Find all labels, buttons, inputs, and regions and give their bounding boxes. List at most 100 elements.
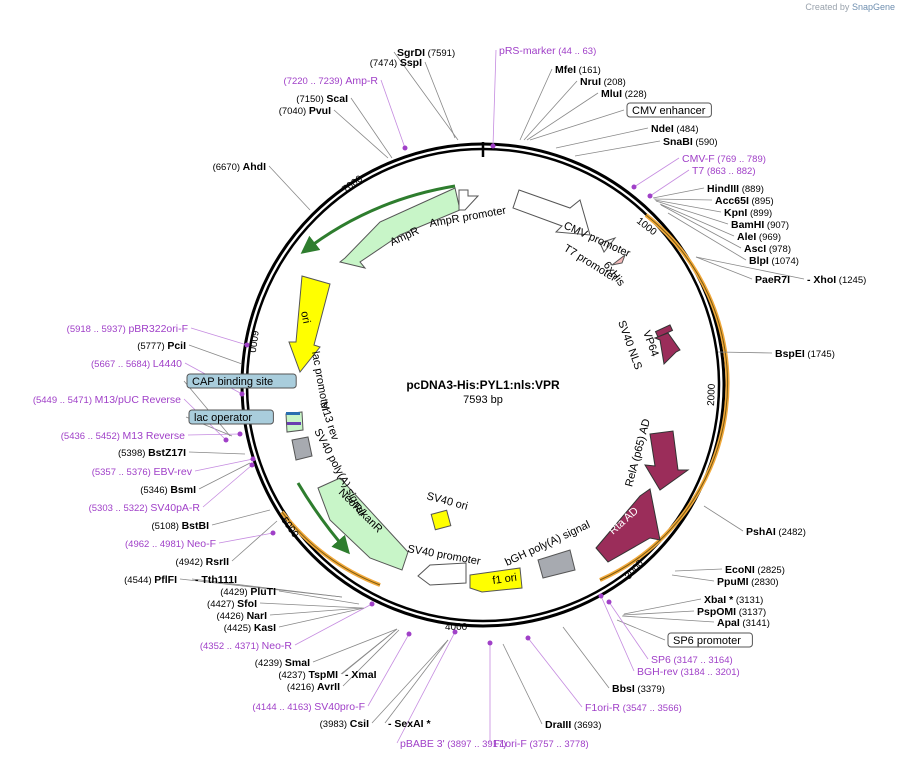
site-nrui[interactable]: NruI (208) xyxy=(580,76,626,88)
feature-vp64[interactable] xyxy=(653,332,681,366)
feature-t7-promoter[interactable] xyxy=(599,236,617,253)
feature-6xhis[interactable] xyxy=(611,253,627,266)
site-sspi[interactable]: (7474) SspI xyxy=(370,57,422,69)
site-pos-smai: (4239) xyxy=(255,658,285,669)
feature-rta-ad[interactable] xyxy=(595,488,661,563)
leader-smai xyxy=(312,628,398,663)
feature-ori[interactable] xyxy=(288,275,331,374)
site-mlui[interactable]: MluI (228) xyxy=(601,88,647,100)
site-bstbi[interactable]: (5108) BstBI xyxy=(151,520,209,532)
site-asci[interactable]: AscI (978) xyxy=(744,243,791,255)
site-kpni[interactable]: KpnI (899) xyxy=(724,207,772,219)
site-amp-r[interactable]: (7220 .. 7239) Amp-R xyxy=(284,75,379,87)
site-scai[interactable]: (7150) ScaI xyxy=(296,93,348,105)
site-text-bstz17i: (5398) BstZ17I xyxy=(118,447,186,459)
site-neo-r[interactable]: (4352 .. 4371) Neo-R xyxy=(200,640,293,652)
site-blpi[interactable]: BlpI (1074) xyxy=(749,255,799,267)
site-sp6[interactable]: SP6 (3147 .. 3164) xyxy=(651,654,733,666)
feature-label-sv40-nls: SV40 NLS xyxy=(615,319,644,371)
site-bstz17i[interactable]: (5398) BstZ17I xyxy=(118,447,186,459)
leader-hindiii xyxy=(652,187,705,199)
site-alei[interactable]: AleI (969) xyxy=(737,231,781,243)
site-prs-marker[interactable]: pRS-marker (44 .. 63) xyxy=(499,45,596,57)
site-tth111i[interactable]: - Tth111I xyxy=(195,574,237,586)
site-sp6-promoter[interactable]: SP6 promoter xyxy=(667,632,753,648)
site-pos-avrii: (4216) xyxy=(287,682,317,693)
site-sv40pa-r[interactable]: (5303 .. 5322) SV40pA-R xyxy=(89,502,201,514)
site-draiii[interactable]: DraIII (3693) xyxy=(545,719,601,731)
site-econi[interactable]: EcoNI (2825) xyxy=(725,564,785,576)
site-neo-f[interactable]: (4962 .. 4981) Neo-F xyxy=(125,538,216,550)
primer-mark-m13-puc-reverse xyxy=(223,437,229,443)
site-xbai[interactable]: XbaI * (3131) xyxy=(704,594,763,606)
site-text-ebv-rev: (5357 .. 5376) EBV-rev xyxy=(92,466,193,478)
site-ndei[interactable]: NdeI (484) xyxy=(651,123,699,135)
site-mfei[interactable]: MfeI (161) xyxy=(555,64,601,76)
site-ahdi[interactable]: (6670) AhdI xyxy=(213,161,267,173)
site-f1ori-r[interactable]: F1ori-R (3547 .. 3566) xyxy=(585,702,682,714)
site-xhoi[interactable]: - XhoI (1245) xyxy=(807,274,866,286)
site-acc65i[interactable]: Acc65I (895) xyxy=(715,195,774,207)
site-pvui[interactable]: (7040) PvuI xyxy=(279,105,331,117)
site-name-apai: ApaI xyxy=(717,617,740,629)
feature-ampr[interactable] xyxy=(338,187,461,269)
primer-mark-pbabe-3 xyxy=(452,629,458,635)
site-pshai[interactable]: PshAI (2482) xyxy=(746,526,806,538)
site-xmai[interactable]: - XmaI xyxy=(345,669,377,681)
site-lac-operator[interactable]: lac operator xyxy=(188,409,274,425)
site-l4440[interactable]: (5667 .. 5684) L4440 xyxy=(91,358,182,370)
site-kasi[interactable]: (4425) KasI xyxy=(224,622,276,634)
site-snabi[interactable]: SnaBI (590) xyxy=(663,136,718,148)
site-pflfi[interactable]: (4544) PflFI xyxy=(124,574,177,586)
site-pcii[interactable]: (5777) PciI xyxy=(137,340,186,352)
site-rsrii[interactable]: (4942) RsrII xyxy=(176,556,230,568)
site-pbr322ori-f[interactable]: (5918 .. 5937) pBR322ori-F xyxy=(67,323,188,335)
feature-sv40-promoter[interactable] xyxy=(417,562,467,586)
site-bbsi[interactable]: BbsI (3379) xyxy=(612,683,665,695)
site-text-hindiii: HindIII (889) xyxy=(707,183,764,195)
site-apai[interactable]: ApaI (3141) xyxy=(717,617,770,629)
site-m13-puc-reverse[interactable]: (5449 .. 5471) M13/pUC Reverse xyxy=(33,394,181,406)
site-cmv-enhancer[interactable]: CMV enhancer xyxy=(626,102,712,118)
site-box-sp6-promoter xyxy=(667,632,753,648)
feature-label-lac-promoter: lac promoter xyxy=(309,350,331,413)
site-csii[interactable]: (3983) CsiI xyxy=(320,718,369,730)
site-sgrdi[interactable]: SgrDI (7591) xyxy=(397,47,455,59)
site-bamhi[interactable]: BamHI (907) xyxy=(731,219,789,231)
feature-neor-kanr[interactable] xyxy=(317,477,409,571)
feature-rela-ad[interactable] xyxy=(644,430,690,491)
site-pluti[interactable]: (4429) PluTI xyxy=(220,586,276,598)
feature-sv40-polya[interactable] xyxy=(291,436,313,461)
site-pspomi[interactable]: PspOMI (3137) xyxy=(697,606,766,618)
site-pbabe-3[interactable]: pBABE 3' (3897 .. 3917) xyxy=(400,738,506,750)
feature-ampr-promoter[interactable] xyxy=(458,189,480,211)
site-f1ori-f[interactable]: F1ori-F (3757 .. 3778) xyxy=(493,738,589,750)
site-cap-binding-site[interactable]: CAP binding site xyxy=(186,373,297,389)
site-bspei[interactable]: BspEI (1745) xyxy=(775,348,835,360)
site-sexai[interactable]: - SexAI * xyxy=(388,718,432,730)
site-pos-ndei: (484) xyxy=(674,124,699,135)
site-bsmi[interactable]: (5346) BsmI xyxy=(140,484,196,496)
site-avrii[interactable]: (4216) AvrII xyxy=(287,681,340,693)
site-text-sv40pro-f: (4144 .. 4163) SV40pro-F xyxy=(252,701,365,713)
site-m13-reverse[interactable]: (5436 .. 5452) M13 Reverse xyxy=(61,430,185,442)
site-text-csii: (3983) CsiI xyxy=(320,718,369,730)
site-sv40pro-f[interactable]: (4144 .. 4163) SV40pro-F xyxy=(252,701,365,713)
site-hindiii[interactable]: HindIII (889) xyxy=(707,183,764,195)
site-tspmi[interactable]: (4237) TspMI xyxy=(278,669,338,681)
feature-sv40-ori[interactable] xyxy=(430,509,452,531)
site-bgh-rev[interactable]: BGH-rev (3184 .. 3201) xyxy=(637,666,740,678)
primer-mark-pbr322ori-f xyxy=(244,342,250,348)
site-t7[interactable]: T7 (863 .. 882) xyxy=(692,165,756,177)
site-ppumi[interactable]: PpuMI (2830) xyxy=(717,576,779,588)
feature-f1-ori[interactable] xyxy=(469,567,523,593)
feature-bgh-polya[interactable] xyxy=(537,549,576,579)
feature-cmv-promoter[interactable] xyxy=(512,189,591,236)
site-ebv-rev[interactable]: (5357 .. 5376) EBV-rev xyxy=(92,466,193,478)
feature-label-rela-ad: RelA (p65) AD xyxy=(623,418,653,488)
site-smai[interactable]: (4239) SmaI xyxy=(255,657,310,669)
site-sfoi[interactable]: (4427) SfoI xyxy=(207,598,257,610)
site-cmv-f[interactable]: CMV-F (769 .. 789) xyxy=(682,153,766,165)
site-nari[interactable]: (4426) NarI xyxy=(216,610,267,622)
site-paer7i[interactable]: PaeR7I xyxy=(755,274,790,286)
